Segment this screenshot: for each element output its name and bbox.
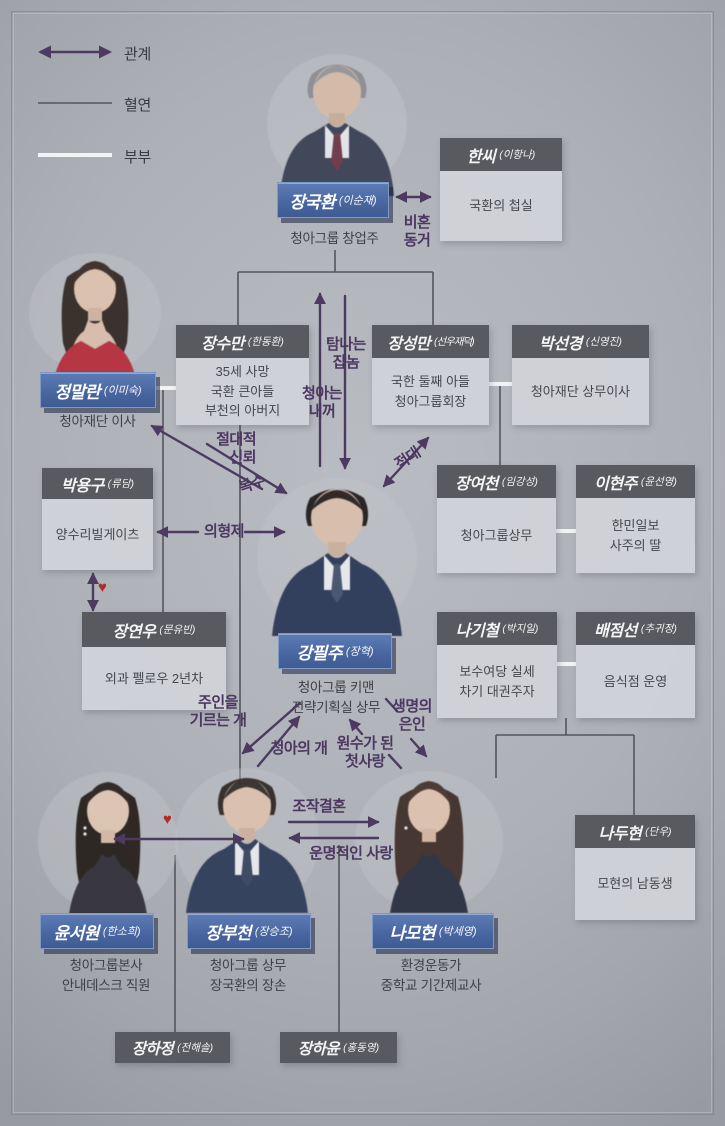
hajung-name: 장하정 <box>131 1040 174 1058</box>
gukhwan-photo <box>267 54 407 196</box>
gicheol-desc: 보수여당 실세 차기 대권주자 <box>437 645 557 718</box>
seongman-desc: 국한 둘째 아들 청아그룹회장 <box>372 358 489 425</box>
mohyun-actor: (박세영) <box>438 926 477 938</box>
namebox-gukhwan: 장국환 (이순재) <box>277 182 389 218</box>
mallan-name: 정말란 <box>54 382 100 402</box>
seowon-photo <box>38 772 178 914</box>
card-gicheol: 나기철 (박지일) 보수여당 실세 차기 대권주자 <box>437 612 557 718</box>
suman-name: 장수만 <box>201 335 244 353</box>
seonkyung-actor: (신영진) <box>585 336 622 348</box>
yeonwoo-name: 장연우 <box>112 623 156 641</box>
namebox-seowon: 윤서원 (한소희) <box>40 913 154 949</box>
card-hajung: 장하정 (전해솔) <box>115 1032 230 1063</box>
seongman-name: 장성만 <box>387 335 431 353</box>
legend-label-relation: 관계 <box>124 46 152 63</box>
bucheon-actor: (장승조) <box>254 926 293 938</box>
card-yeocheon: 장여천 (임강성) 청아그룹상무 <box>437 465 556 573</box>
hyunju-name: 이현주 <box>594 475 637 493</box>
yonggu-actor: (류담) <box>107 478 134 490</box>
jeomseon-desc: 음식점 운영 <box>576 645 695 718</box>
bucheon-photo <box>175 768 319 913</box>
card-yonggu: 박용구 (류담) 양수리빌게이츠 <box>42 468 153 570</box>
namebox-bucheon: 장부천 (장승조) <box>187 913 311 949</box>
heart-icon: ♥ <box>98 579 107 596</box>
label-sworn-brothers: 의형제 <box>204 523 244 540</box>
label-cheonga-is-mine: 청아는 내꺼 <box>302 385 342 420</box>
seowon-name: 윤서원 <box>53 923 99 943</box>
seonkyung-name: 박선경 <box>539 335 582 353</box>
mohyun-desc: 환경운동가 중학교 기간제교사 <box>380 958 482 994</box>
yonggu-desc: 양수리빌게이츠 <box>42 499 153 570</box>
card-seonkyung: 박선경 (신영진) 청아재단 상무이사 <box>512 325 649 425</box>
label-cheonga-dog: 청아의 개 <box>270 740 328 757</box>
card-hanssi: 한씨 (이항나) 국환의 첩실 <box>440 138 562 241</box>
mallan-desc: 청아재단 이사 <box>59 414 136 429</box>
gicheol-actor: (박지일) <box>502 623 539 635</box>
label-absolute-trust: 절대적 신뢰 <box>216 431 256 466</box>
label-coveted-rascal: 탐나는 잡놈 <box>326 336 366 371</box>
piljoo-desc: 청아그룹 키맨 전략기획실 상무 <box>291 680 381 716</box>
gukhwan-name: 장국환 <box>289 192 335 212</box>
suman-actor: (한동환) <box>247 336 284 348</box>
suman-desc: 35세 사망 국환 큰아들 부천의 아버지 <box>176 358 309 425</box>
seongman-actor: (선우재덕) <box>434 336 475 348</box>
gukhwan-desc: 청아그룹 창업주 <box>290 231 379 246</box>
heart-icon: ♥ <box>163 811 172 828</box>
duhyun-name: 나두현 <box>598 825 642 843</box>
arrow-life-savior-lower <box>409 737 428 758</box>
card-duhyun: 나두현 (단우) 모현의 남동생 <box>575 815 695 920</box>
legend-label-marriage: 부부 <box>124 149 152 166</box>
bucheon-name: 장부천 <box>205 923 251 943</box>
gicheol-name: 나기철 <box>455 622 499 640</box>
yeonwoo-actor: (문유빈) <box>159 624 196 636</box>
seowon-desc: 청아그룹본사 안내데스크 직원 <box>61 958 151 994</box>
mallan-photo <box>29 253 161 375</box>
yeonwoo-desc: 외과 펠로우 2년차 <box>82 647 226 710</box>
hayoon-name: 장하윤 <box>297 1040 340 1058</box>
mohyun-name: 나모현 <box>389 923 435 943</box>
card-jeomseon: 배점선 (추귀정) 음식점 운영 <box>576 612 695 718</box>
mohyun-photo <box>355 771 503 913</box>
mallan-actor: (이미숙) <box>103 385 142 397</box>
jeomseon-name: 배점선 <box>594 622 637 640</box>
duhyun-actor: (단우) <box>645 826 672 838</box>
yeocheon-name: 장여천 <box>455 475 498 493</box>
hanssi-desc: 국환의 첩실 <box>440 171 562 241</box>
hayoon-actor: (홍동영) <box>343 1042 380 1054</box>
label-dog-raising-master: 주인을 기르는 개 <box>189 694 247 729</box>
hanssi-name: 한씨 <box>466 148 496 166</box>
label-life-savior: 생명의 은인 <box>392 698 432 733</box>
hanssi-actor: (이항나) <box>499 149 536 161</box>
seowon-actor: (한소희) <box>102 926 141 938</box>
card-suman: 장수만 (한동환) 35세 사망 국환 큰아들 부천의 아버지 <box>176 325 309 425</box>
hyunju-desc: 한민일보 사주의 딸 <box>576 498 695 573</box>
duhyun-desc: 모현의 남동생 <box>575 848 695 920</box>
card-yeonwoo: 장연우 (문유빈) 외과 펠로우 2년차 <box>82 612 226 710</box>
label-destined-love: 운명적인 사랑 <box>309 845 393 862</box>
arrow-first-love-upper <box>348 718 364 736</box>
namebox-mohyun: 나모현 (박세영) <box>372 913 494 949</box>
card-hyunju: 이현주 (윤선영) 한민일보 사주의 딸 <box>576 465 695 573</box>
label-cohabit: 비혼 동거 <box>403 214 431 249</box>
hyunju-actor: (윤선영) <box>640 476 677 488</box>
namebox-mallan: 정말란 (이미숙) <box>40 372 156 408</box>
jeomseon-actor: (추귀정) <box>640 623 677 635</box>
card-hayoon: 장하윤 (홍동영) <box>280 1032 397 1063</box>
piljoo-name: 강필주 <box>296 643 343 663</box>
label-first-love-turned-enemy: 원수가 된 첫사랑 <box>336 735 394 770</box>
yonggu-name: 박용구 <box>61 477 104 495</box>
legend-label-blood: 혈연 <box>124 97 152 114</box>
seonkyung-desc: 청아재단 상무이사 <box>512 358 649 425</box>
gukhwan-actor: (이순재) <box>338 195 377 207</box>
namebox-piljoo: 강필주 (장혁) <box>278 633 392 669</box>
bucheon-desc: 청아그룹 상무 장국환의 장손 <box>209 958 287 994</box>
label-fabricated-marriage: 조작결혼 <box>292 798 346 815</box>
piljoo-actor: (장혁) <box>345 646 374 658</box>
yeocheon-desc: 청아그룹상무 <box>437 498 556 573</box>
card-seongman: 장성만 (선우재덕) 국한 둘째 아들 청아그룹회장 <box>372 325 489 425</box>
piljoo-photo <box>257 478 417 636</box>
yeocheon-actor: (임강성) <box>501 476 538 488</box>
hajung-actor: (전해솔) <box>177 1042 214 1054</box>
